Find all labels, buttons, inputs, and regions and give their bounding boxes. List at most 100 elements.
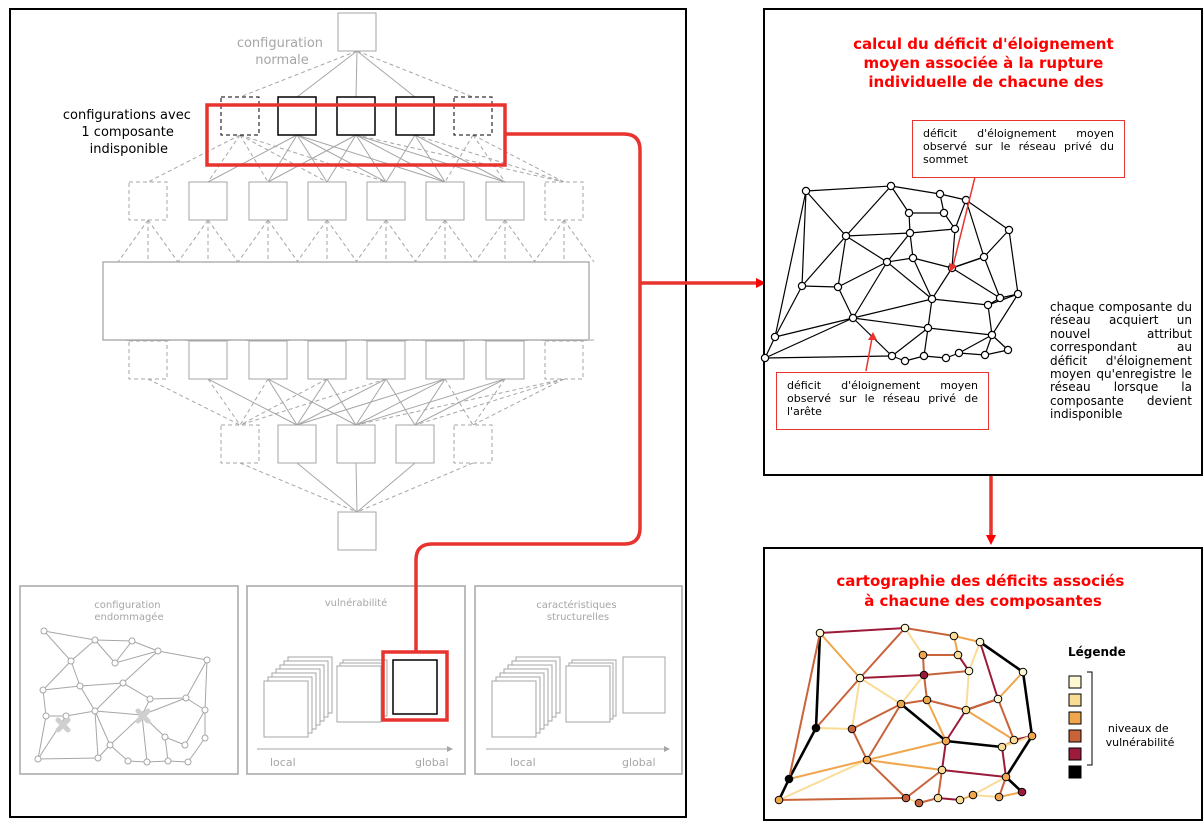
network-node (841, 231, 851, 241)
damaged-config-title: configuration endommagée (94, 600, 164, 623)
network-edge (42, 660, 72, 691)
network-node (919, 351, 929, 361)
network-edge (912, 257, 953, 269)
network-node (939, 208, 949, 218)
network-node (143, 758, 151, 766)
network-edge (164, 736, 186, 746)
legend-swatch (1068, 675, 1082, 689)
network-node (40, 627, 48, 635)
network-edge (890, 185, 910, 214)
network-edge (965, 199, 985, 258)
network-edge (900, 699, 928, 705)
carto-title: cartographie des déficits associés à cha… (836, 572, 1129, 610)
network-edge (1004, 735, 1034, 778)
lattice-node (453, 424, 493, 464)
lattice-middle-block (102, 261, 590, 341)
vulnerability-axis-global: global (415, 756, 449, 769)
lattice-node (337, 511, 377, 551)
lattice-node (128, 181, 168, 221)
lattice-edge (239, 462, 358, 513)
network-edge (1021, 671, 1034, 737)
network-edge (184, 709, 206, 746)
network-node (815, 628, 825, 638)
lattice-node (277, 424, 317, 464)
network-node (1004, 225, 1014, 235)
global-card (392, 659, 438, 715)
network-node (933, 793, 943, 803)
network-node (896, 699, 906, 709)
network-edge (774, 285, 803, 338)
calc-network (760, 181, 1023, 366)
network-node (980, 350, 990, 360)
lattice-node (336, 96, 376, 136)
network-node (964, 666, 974, 676)
vulnerability-title: vulnérabilité (325, 597, 388, 609)
lattice-node (425, 181, 465, 221)
network-edge (965, 709, 1015, 741)
network-edge (70, 639, 96, 662)
lattice-edge (267, 134, 298, 183)
network-node (937, 765, 947, 775)
legend-title: Légende (1068, 645, 1126, 659)
structural-axis-arrow (664, 746, 670, 752)
network-node (882, 257, 892, 267)
network-node (908, 253, 918, 263)
network-node (1018, 667, 1028, 677)
network-edge (764, 317, 854, 359)
network-edge (859, 674, 925, 679)
lattice-node (277, 96, 317, 136)
damaged-network (34, 627, 211, 766)
network-edge (983, 256, 1001, 299)
network-node (855, 673, 865, 683)
network-edge (979, 640, 1024, 674)
network-edge (1008, 229, 1019, 295)
network-edge (890, 185, 941, 195)
legend-bracket (1087, 671, 1093, 766)
calc-title: calcul du déficit d'éloignement moyen as… (853, 35, 1119, 91)
network-node (146, 695, 154, 703)
network-node (950, 224, 960, 234)
network-edge (972, 794, 1000, 798)
lattice-edge (533, 219, 565, 263)
network-edge (94, 682, 124, 712)
network-edge (79, 682, 124, 687)
lattice-edge (472, 134, 506, 183)
lattice-node (307, 181, 347, 221)
network-node (124, 757, 132, 765)
lattice-edges (117, 50, 595, 513)
structural-axis-local: local (510, 756, 536, 769)
network-node (927, 294, 937, 304)
network-node (983, 300, 993, 310)
lattice-edge (296, 50, 358, 98)
network-node (91, 636, 99, 644)
lattice-edge (177, 219, 209, 263)
lattice-edge (355, 378, 565, 426)
network-edge (94, 710, 99, 759)
network-node (201, 706, 209, 714)
network-node (154, 647, 162, 655)
lattice-edge (296, 378, 446, 426)
network-edge (146, 760, 169, 763)
lattice-edge (414, 378, 565, 426)
network-edge (997, 671, 1024, 700)
lattice-edge (296, 378, 387, 426)
network-node (770, 332, 780, 342)
network-edge (965, 698, 999, 711)
network-edge (866, 759, 907, 799)
lattice-node (128, 340, 168, 380)
lattice-node (188, 181, 228, 221)
network-node (161, 733, 169, 741)
lattice-node (453, 96, 493, 136)
network-node (164, 757, 172, 765)
lattice-edge (414, 219, 446, 263)
network-node (94, 754, 102, 762)
lattice-node (307, 340, 347, 380)
lattice-node (248, 181, 288, 221)
network-node (935, 189, 945, 199)
lattice-edge (207, 219, 239, 263)
network-edge (845, 235, 888, 263)
lattice-node (395, 96, 435, 136)
network-node (900, 356, 910, 366)
legend-swatches (1068, 675, 1082, 779)
network-node (1013, 289, 1023, 299)
